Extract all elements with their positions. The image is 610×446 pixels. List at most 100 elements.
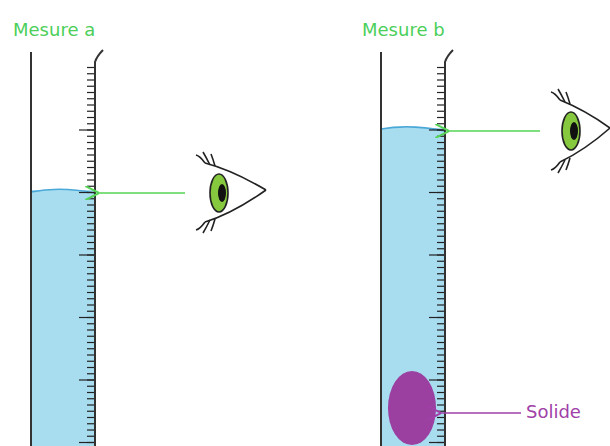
tick-mark [87,179,95,180]
tick-mark [87,117,95,118]
major-tick [79,317,95,318]
tick-mark [87,167,95,168]
tick-mark [437,336,445,337]
major-tick [79,442,95,443]
major-tick [79,379,95,380]
tick-mark [87,242,95,243]
tick-mark [87,311,95,312]
major-tick [429,442,445,443]
tick-mark [87,92,95,93]
tick-mark [87,73,95,74]
tick-mark [437,154,445,155]
tick-mark [87,298,95,299]
tick-mark [437,361,445,362]
tick-mark [87,198,95,199]
tick-mark [87,354,95,355]
tick-mark [87,136,95,137]
tick-mark [437,267,445,268]
tick-mark [437,286,445,287]
tick-mark [87,423,95,424]
tick-mark [437,398,445,399]
tick-mark [87,336,95,337]
tick-mark [437,292,445,293]
part-label: Solide [526,402,581,422]
tick-mark [87,217,95,218]
tick-mark [437,436,445,437]
major-tick [79,129,95,130]
tick-mark [437,229,445,230]
tick-mark [437,86,445,87]
tick-mark [87,279,95,280]
major-tick [429,254,445,255]
solid [388,371,436,445]
tick-mark [437,67,445,68]
tick-mark [87,86,95,87]
tick-mark [437,98,445,99]
tick-mark [87,186,95,187]
tick-mark [437,217,445,218]
tick-mark [437,342,445,343]
major-tick [429,129,445,130]
tick-mark [437,411,445,412]
tick-mark [437,354,445,355]
tick-mark [437,311,445,312]
tick-mark [87,304,95,305]
tick-mark [87,211,95,212]
tick-mark [87,292,95,293]
tick-mark [87,79,95,80]
tick-mark [437,161,445,162]
tick-mark [437,386,445,387]
tick-mark [437,304,445,305]
major-tick [79,192,95,193]
tick-mark [437,423,445,424]
tick-mark [437,429,445,430]
tick-mark [87,417,95,418]
tick-mark [437,211,445,212]
tick-mark [437,329,445,330]
tick-mark [87,229,95,230]
tick-mark [87,386,95,387]
tick-mark [87,173,95,174]
tick-mark [87,323,95,324]
tick-mark [87,104,95,105]
tick-mark [437,373,445,374]
tick-mark [437,273,445,274]
tick-mark [437,123,445,124]
tick-mark [437,92,445,93]
tick-mark [87,367,95,368]
measure-title: Mesure b [362,20,445,40]
tick-mark [87,248,95,249]
tick-mark [87,273,95,274]
tick-mark [87,98,95,99]
eye [551,89,610,173]
tick-mark [87,411,95,412]
tick-mark [87,67,95,68]
tick-mark [87,111,95,112]
tick-mark [87,436,95,437]
major-tick [429,317,445,318]
tick-mark [437,404,445,405]
tick-mark [437,117,445,118]
measure-title: Mesure a [13,20,95,40]
tick-mark [437,279,445,280]
tick-mark [87,404,95,405]
tick-mark [437,111,445,112]
tick-mark [87,223,95,224]
eye [196,152,266,233]
tick-mark [87,267,95,268]
tick-mark [437,242,445,243]
tick-mark [437,323,445,324]
tick-mark [87,361,95,362]
tick-mark [437,236,445,237]
tick-mark [87,154,95,155]
major-tick [79,254,95,255]
tick-mark [87,392,95,393]
tick-mark [437,142,445,143]
tick-mark [87,286,95,287]
tick-mark [87,142,95,143]
tick-mark [87,204,95,205]
tick-mark [437,136,445,137]
tick-mark [437,73,445,74]
tick-mark [437,417,445,418]
